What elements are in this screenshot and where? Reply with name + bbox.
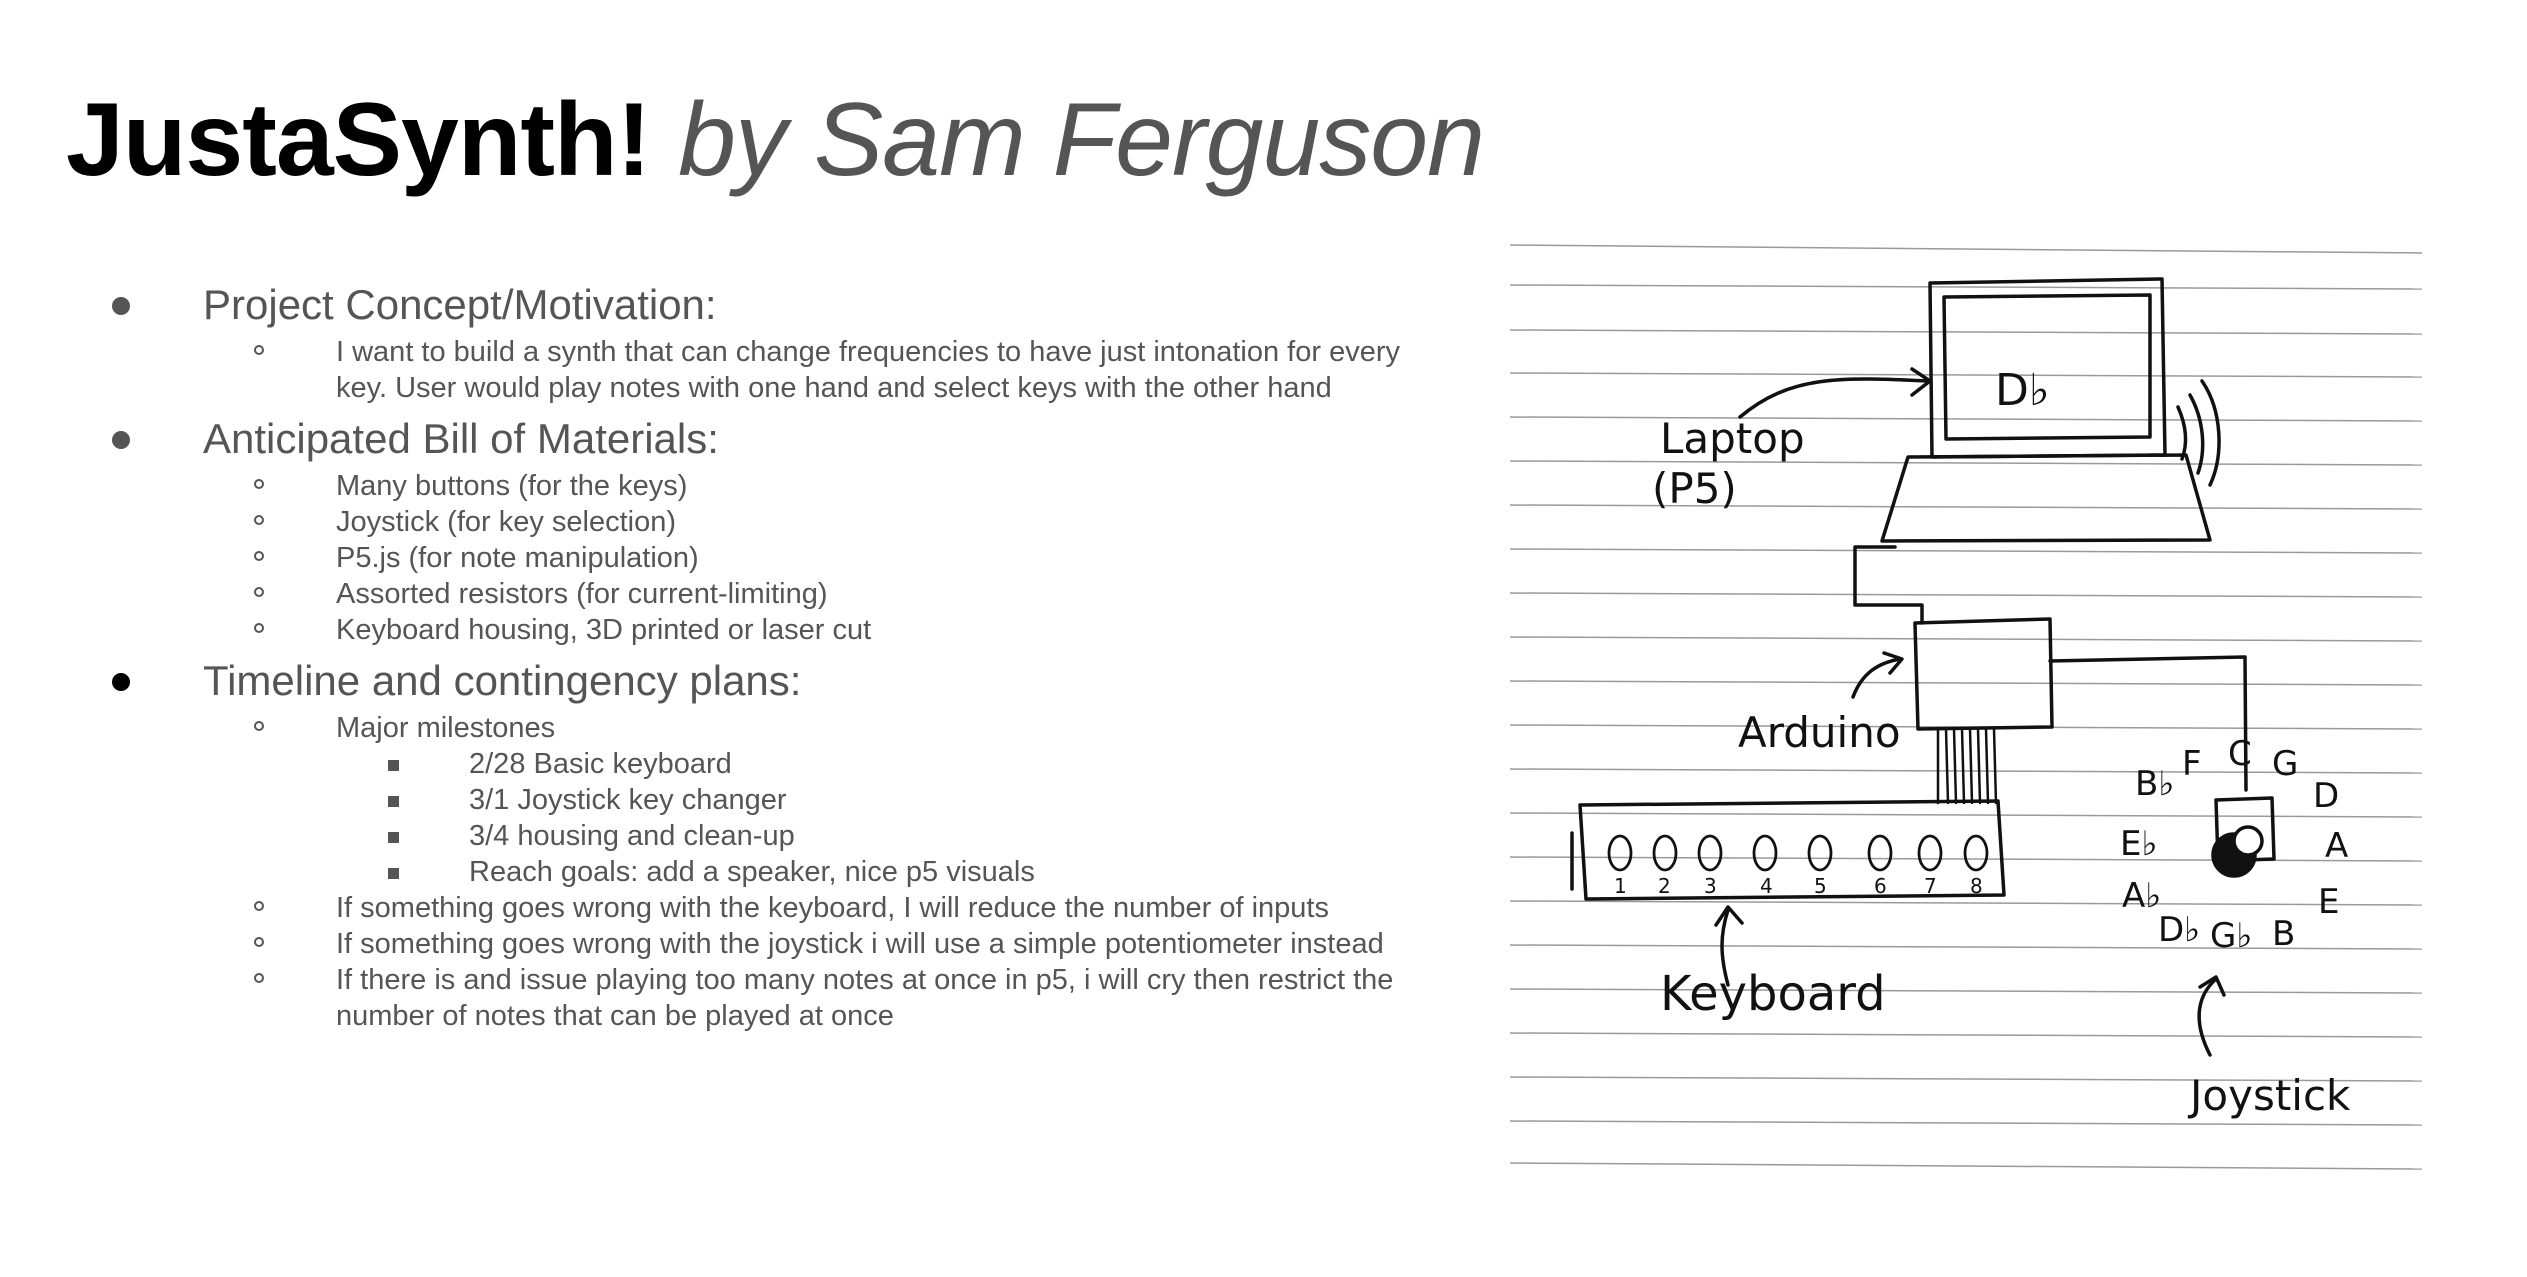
bullet-hollow-icon [254,479,264,489]
list-item: Assorted resistors (for current-limiting… [104,576,1434,612]
bullet-square-icon [388,760,399,771]
joystick-note: F [2182,744,2202,784]
title-main: JustaSynth! [66,82,651,198]
bullet-hollow-icon [254,937,264,947]
key-number: 8 [1970,874,1983,898]
joystick-note: D [2313,776,2339,816]
joystick-note: B♭ [2135,764,2174,804]
section-heading: Timeline and contingency plans: [203,657,802,704]
laptop-drawing [1880,277,2221,543]
bullet-hollow-icon [254,551,264,561]
list-item-text: Many buttons (for the keys) [336,470,688,502]
section-heading: Project Concept/Motivation: [203,281,717,328]
list-item: Major milestones [104,710,1434,746]
hardware-sketch: Laptop (P5) D♭ Arduino Keyboard Joystick… [1510,244,2423,1170]
joystick-label: Joystick [2187,1071,2351,1120]
bullet-filled-icon [112,297,130,315]
milestone-text: 3/4 housing and clean-up [469,820,795,852]
bullet-list: Project Concept/Motivation: I want to bu… [104,272,1434,1034]
milestone-text: 3/1 Joystick key changer [469,784,787,816]
list-item-text: Assorted resistors (for current-limiting… [336,578,828,610]
bullet-square-icon [388,868,399,879]
joystick-drawing [2211,796,2276,878]
key-number: 2 [1658,874,1671,898]
list-item: If there is and issue playing too many n… [104,962,1434,1034]
bullet-hollow-icon [254,515,264,525]
bullet-hollow-icon [254,587,264,597]
joystick-note: G♭ [2210,916,2252,956]
joystick-note: E♭ [2120,824,2158,864]
key-number: 1 [1614,874,1627,898]
section-materials: Anticipated Bill of Materials: [104,410,1434,468]
key-number: 4 [1760,874,1773,898]
bullet-filled-icon [112,431,130,449]
joystick-note: A [2325,826,2348,866]
ruled-lines [1510,244,2423,1170]
bullet-square-icon [388,796,399,807]
list-item: If something goes wrong with the joystic… [104,926,1434,962]
screen-note: D♭ [1995,365,2050,416]
list-item-text: I want to build a synth that can change … [336,336,1400,404]
milestone-item: 3/1 Joystick key changer [104,782,1434,818]
keyboard-label: Keyboard [1660,966,1886,1022]
joystick-note: G [2272,744,2298,784]
list-item: Keyboard housing, 3D printed or laser cu… [104,612,1434,648]
list-item-text: Major milestones [336,712,556,744]
bullet-hollow-icon [254,623,264,633]
bullet-hollow-icon [254,901,264,911]
milestone-item: 2/28 Basic keyboard [104,746,1434,782]
bullet-hollow-icon [254,721,264,731]
key-number: 5 [1814,874,1827,898]
list-item: I want to build a synth that can change … [104,334,1434,406]
list-item-text: If something goes wrong with the keyboar… [336,892,1329,924]
arduino-label: Arduino [1738,708,1901,757]
section-heading: Anticipated Bill of Materials: [203,415,719,462]
key-number: 7 [1924,874,1937,898]
joystick-note: D♭ [2158,910,2200,950]
key-numbers: 1 2 3 4 5 6 7 8 [1614,874,1983,898]
bullet-hollow-icon [254,973,264,983]
key-number: 6 [1874,874,1887,898]
section-concept: Project Concept/Motivation: [104,276,1434,334]
milestone-item: Reach goals: add a speaker, nice p5 visu… [104,854,1434,890]
laptop-label: Laptop [1660,414,1805,463]
section-timeline: Timeline and contingency plans: [104,652,1434,710]
bullet-square-icon [388,832,399,843]
joystick-note: E [2318,882,2339,922]
page-title: JustaSynth! by Sam Ferguson [66,78,1485,203]
p5-label: (P5) [1652,464,1737,513]
milestone-item: 3/4 housing and clean-up [104,818,1434,854]
keyboard-drawing [1570,727,2006,901]
bullet-hollow-icon [254,345,264,355]
milestone-text: Reach goals: add a speaker, nice p5 visu… [469,856,1035,888]
list-item: Many buttons (for the keys) [104,468,1434,504]
milestone-text: 2/28 Basic keyboard [469,748,732,780]
list-item-text: If something goes wrong with the joystic… [336,928,1384,960]
joystick-note: B [2272,914,2295,954]
list-item-text: Keyboard housing, 3D printed or laser cu… [336,614,872,646]
list-item-text: Joystick (for key selection) [336,506,677,538]
joystick-note: A♭ [2122,876,2161,916]
list-item: P5.js (for note manipulation) [104,540,1434,576]
bullet-filled-icon [112,673,130,691]
arduino-drawing [1853,545,2248,792]
arrow-lines [1714,367,2226,1057]
title-byline: by Sam Ferguson [678,82,1485,198]
list-item: Joystick (for key selection) [104,504,1434,540]
list-item-text: P5.js (for note manipulation) [336,542,699,574]
list-item-text: If there is and issue playing too many n… [336,964,1394,1032]
key-number: 3 [1704,874,1717,898]
joystick-notes: B♭ F C G D E♭ A A♭ D♭ G♭ B E [2120,734,2348,956]
joystick-note: C [2228,734,2252,774]
list-item: If something goes wrong with the keyboar… [104,890,1434,926]
